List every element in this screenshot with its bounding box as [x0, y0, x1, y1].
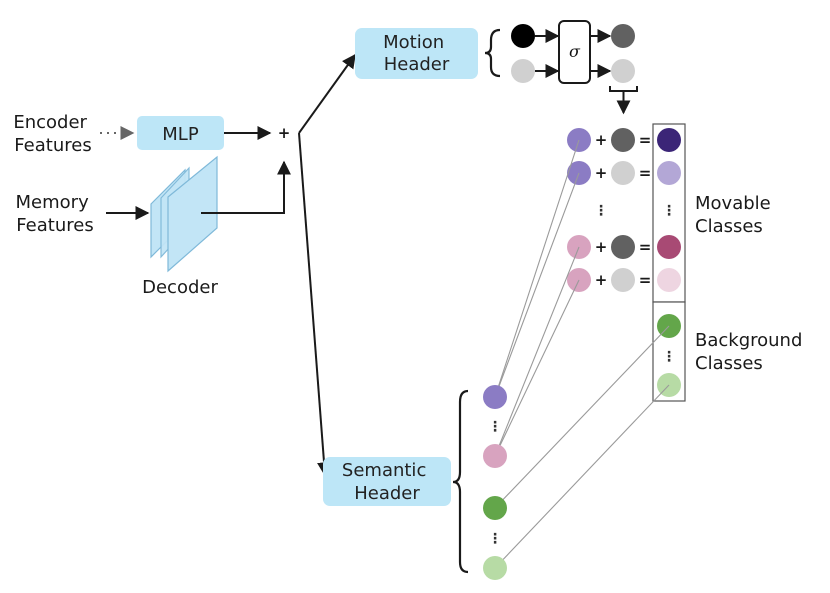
- movable-rows: + = + = ⋮ + = + =: [567, 128, 651, 292]
- sigma-box: [558, 20, 591, 84]
- mlp-label: MLP: [162, 124, 199, 145]
- motion-output-light-circle: [611, 59, 635, 83]
- sum-to-motion-arrow: [298, 53, 356, 134]
- result-light-pink-circle: [657, 268, 681, 292]
- sum-node: +: [278, 124, 291, 142]
- semantic-output-green-circle: [483, 496, 507, 520]
- memory-features-label: Memory Features: [16, 192, 95, 236]
- equals-op: =: [639, 164, 652, 182]
- decoder-label: Decoder: [142, 277, 218, 298]
- plus-op: +: [595, 164, 608, 182]
- connection-lines: [494, 139, 670, 569]
- ellipsis: ⋮: [488, 419, 502, 435]
- motion-output-dark-circle: [611, 24, 635, 48]
- movable-classes-label: Movable Classes: [695, 193, 776, 237]
- semantic-brace: [452, 389, 469, 574]
- result-dark-purple-circle: [657, 128, 681, 152]
- sum-to-semantic-arrow: [298, 132, 332, 477]
- result-magenta-circle: [657, 235, 681, 259]
- semantic-output-purple-circle: [483, 385, 507, 409]
- motion-input-black-circle: [511, 24, 535, 48]
- ellipsis: ⋮: [662, 349, 676, 365]
- semantic-header-box: [323, 457, 451, 506]
- motion-brace: [484, 28, 501, 78]
- motion-input-gray-circle: [511, 59, 535, 83]
- equals-op: =: [639, 131, 652, 149]
- mlp-box: [137, 116, 224, 150]
- semantic-output-light-green-circle: [483, 556, 507, 580]
- equals-op: =: [639, 238, 652, 256]
- background-classes-label: Background Classes: [695, 330, 808, 374]
- motion-dark-circle: [611, 235, 635, 259]
- sigma-label: σ: [569, 42, 581, 61]
- semantic-header-label: Semantic Header: [342, 460, 432, 504]
- decoder-block: [150, 155, 218, 273]
- result-light-purple-circle: [657, 161, 681, 185]
- plus-op: +: [595, 271, 608, 289]
- motion-light-circle: [611, 268, 635, 292]
- motion-header-label: Motion Header: [383, 32, 450, 75]
- motion-dark-circle: [611, 128, 635, 152]
- ellipsis: ⋮: [662, 203, 676, 219]
- ellipsis: ⋮: [594, 203, 608, 219]
- motion-light-circle: [611, 161, 635, 185]
- equals-op: =: [639, 271, 652, 289]
- plus-op: +: [595, 238, 608, 256]
- encoder-features-label: Encoder Features: [13, 112, 92, 156]
- ellipsis: ⋮: [488, 531, 502, 547]
- plus-op: +: [595, 131, 608, 149]
- motion-header-box: [355, 28, 478, 79]
- semantic-output-pink-circle: [483, 444, 507, 468]
- decoder-to-sum-arrow: [201, 160, 291, 214]
- motion-output-bracket: [609, 86, 638, 92]
